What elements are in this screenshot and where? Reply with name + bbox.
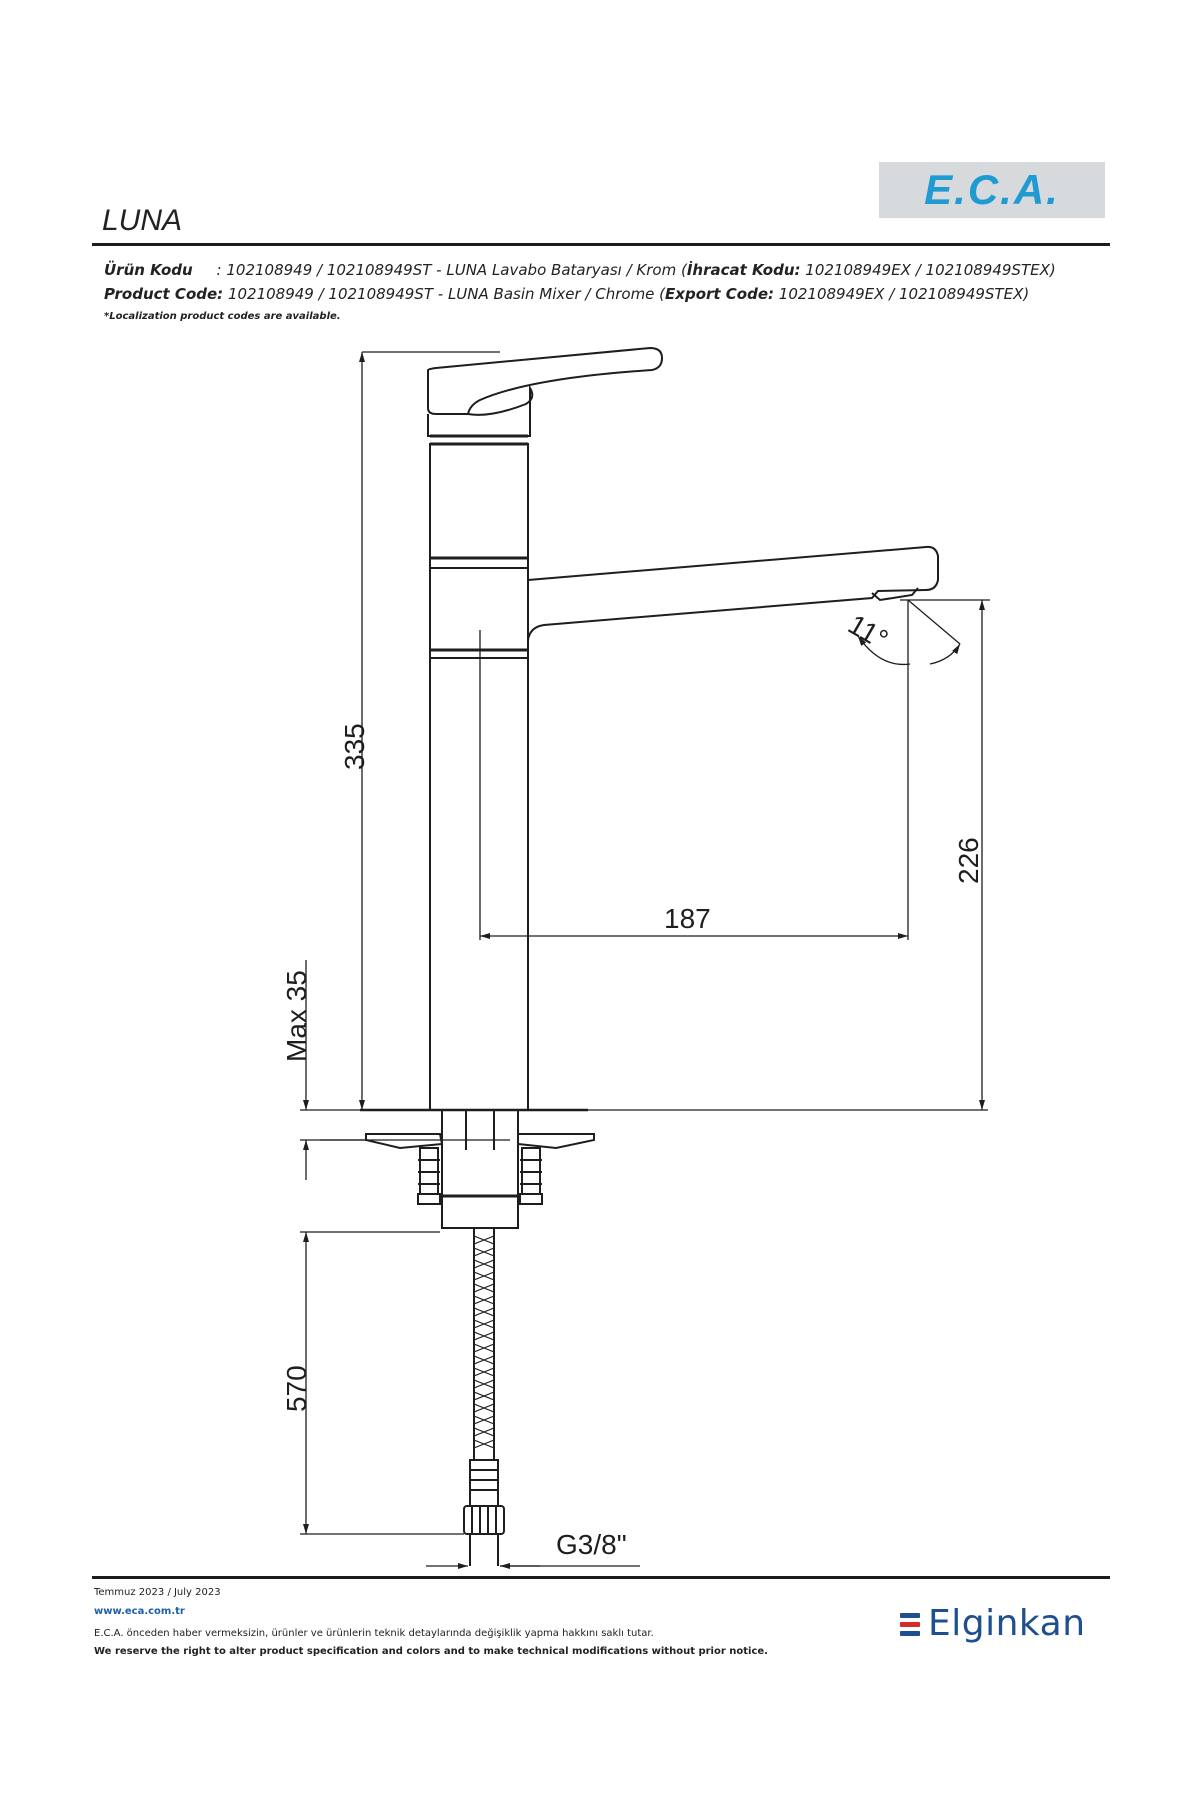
angle-arc bbox=[857, 635, 911, 666]
ihracat-label: İhracat Kodu: bbox=[686, 261, 801, 279]
product-code-text: 102108949 / 102108949ST - LUNA Basin Mix… bbox=[223, 285, 666, 303]
ihracat-value: 102108949EX / 102108949STEX) bbox=[800, 261, 1056, 279]
aerator bbox=[871, 587, 919, 602]
dim-angle-label: 11° bbox=[843, 608, 893, 655]
handle-base bbox=[427, 408, 531, 437]
dim-570-label: 570 bbox=[281, 1365, 312, 1412]
footer-website-link[interactable]: www.eca.com.tr bbox=[94, 1606, 185, 1617]
dim-max35-label: Max 35 bbox=[281, 970, 312, 1062]
elginkan-brand-name: Elginkan bbox=[928, 1603, 1086, 1644]
handle-neck bbox=[467, 384, 534, 416]
header-divider bbox=[92, 243, 1110, 246]
shank bbox=[441, 1109, 519, 1229]
eca-logo-text: E.C.A. bbox=[924, 166, 1060, 213]
hose-nut bbox=[463, 1505, 505, 1535]
elginkan-logo: Elginkan bbox=[900, 1603, 1086, 1644]
product-code-line: Product Code: 102108949 / 102108949ST - … bbox=[104, 285, 1029, 303]
dim-187-label: 187 bbox=[664, 903, 711, 934]
faucet-handle bbox=[427, 346, 664, 415]
dim-335-label: 335 bbox=[339, 723, 370, 770]
export-value: 102108949EX / 102108949STEX) bbox=[774, 285, 1030, 303]
urun-kodu-label: Ürün Kodu bbox=[104, 261, 193, 279]
footer-disclaimer-tr: E.C.A. önceden haber vermeksizin, ürünle… bbox=[94, 1628, 654, 1639]
footer-disclaimer-en: We reserve the right to alter product sp… bbox=[94, 1646, 768, 1657]
mounting-bracket bbox=[365, 1133, 444, 1150]
export-label: Export Code: bbox=[665, 285, 775, 303]
footer-date: Temmuz 2023 / July 2023 bbox=[94, 1587, 221, 1598]
footer-divider bbox=[92, 1576, 1110, 1579]
dim-226-label: 226 bbox=[953, 837, 984, 884]
dim-g38-label: G3/8" bbox=[556, 1529, 627, 1560]
flexible-hose bbox=[473, 1228, 495, 1460]
faucet-body bbox=[429, 443, 529, 1111]
urun-kodu-line: Ürün Kodu : 102108949 / 102108949ST - LU… bbox=[104, 261, 1056, 279]
hose-fitting bbox=[469, 1459, 499, 1507]
faucet-spout bbox=[527, 545, 939, 641]
localization-note: *Localization product codes are availabl… bbox=[104, 311, 341, 322]
urun-kodu-text: : 102108949 / 102108949ST - LUNA Lavabo … bbox=[216, 261, 687, 279]
eca-logo: E.C.A. bbox=[879, 162, 1105, 218]
elginkan-mark-icon bbox=[900, 1609, 922, 1639]
product-title: LUNA bbox=[102, 204, 183, 237]
product-code-label: Product Code: bbox=[104, 285, 224, 303]
